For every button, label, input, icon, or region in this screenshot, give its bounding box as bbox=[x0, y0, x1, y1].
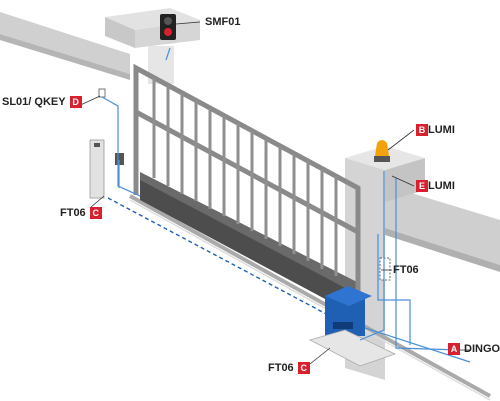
label-lumi-e: E LUMI bbox=[416, 180, 455, 192]
label-lumi-e-badge: E bbox=[416, 180, 428, 192]
label-dingo-text: DINGO bbox=[464, 343, 500, 355]
label-ft06-bottom-text: FT06 bbox=[268, 362, 294, 374]
label-sl01-qkey-badge: D bbox=[69, 96, 82, 108]
sliding-gate bbox=[133, 63, 361, 316]
ground-rail bbox=[129, 194, 491, 401]
wiring bbox=[101, 47, 471, 363]
label-ft06-bottom-badge: C bbox=[297, 362, 310, 374]
traffic-light-icon bbox=[160, 14, 176, 40]
label-smf01-text: SMF01 bbox=[205, 16, 241, 28]
label-lumi-b-badge: B bbox=[416, 124, 428, 136]
motor-unit-icon bbox=[325, 286, 372, 336]
motor-base bbox=[308, 329, 397, 367]
warning-lamp-icon bbox=[374, 140, 390, 162]
label-lumi-b: B LUMI bbox=[416, 124, 455, 136]
label-lumi-e-text: LUMI bbox=[428, 180, 455, 192]
label-sl01-qkey: SL01/ QKEY D bbox=[2, 96, 82, 108]
label-lumi-b-text: LUMI bbox=[428, 124, 455, 136]
label-ft06-bottom: FT06 C bbox=[268, 362, 310, 374]
label-smf01: SMF01 bbox=[205, 16, 240, 28]
label-ft06-left-text: FT06 bbox=[60, 207, 86, 219]
label-ft06-mid-text: FT06 bbox=[393, 264, 419, 276]
label-ft06-left-badge: C bbox=[89, 207, 102, 219]
label-sl01-qkey-text: SL01/ QKEY bbox=[2, 96, 66, 108]
label-dingo: A DINGO bbox=[448, 343, 500, 355]
mid-photocell bbox=[379, 257, 391, 281]
right-wall bbox=[385, 185, 500, 272]
label-dingo-badge: A bbox=[448, 343, 460, 355]
label-ft06-mid: FT06 bbox=[393, 264, 419, 276]
label-ft06-left: FT06 C bbox=[60, 207, 102, 219]
left-post bbox=[89, 139, 105, 199]
left-wall bbox=[0, 12, 130, 80]
photocell-icon bbox=[115, 153, 124, 165]
